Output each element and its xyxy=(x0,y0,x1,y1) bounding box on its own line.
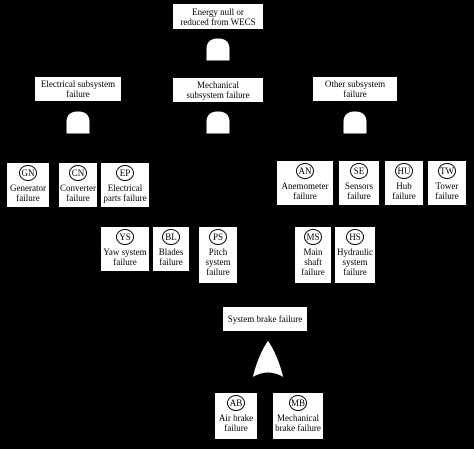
basic-event-label: Tower failure xyxy=(435,181,459,201)
event-code-circle: AB xyxy=(227,395,245,411)
basic-event-label: Electrical parts failure xyxy=(103,183,147,203)
basic-event-label: Sensors failure xyxy=(344,181,373,201)
basic-event-mechanical-brake: MB Mechanical brake failure xyxy=(272,392,324,440)
top-event-label: Energy null or reduced from WECS xyxy=(180,6,256,27)
basic-event-label: Mechanical brake failure xyxy=(275,413,321,433)
event-code-circle: AN xyxy=(296,163,314,179)
system-brake-label: System brake failure xyxy=(227,314,303,324)
brake-or-gate xyxy=(251,339,285,380)
basic-event-anemometer: AN Anemometer failure xyxy=(276,160,334,206)
mechanical-subsystem-label: Mechanical subsystem failure xyxy=(186,80,250,100)
basic-event-main-shaft: MS Main shaft failure xyxy=(294,226,332,284)
event-code-circle: YS xyxy=(116,229,134,245)
top-or-gate xyxy=(205,37,231,62)
basic-event-label: Yaw system failure xyxy=(103,247,147,267)
basic-event-label: Hydraulic system failure xyxy=(337,247,373,277)
basic-event-blades: BL Blades failure xyxy=(152,226,190,272)
basic-event-air-brake: AB Air brake failure xyxy=(214,392,258,440)
basic-event-hub: HU Hub failure xyxy=(384,160,424,206)
event-code-circle: MB xyxy=(289,395,307,411)
basic-event-converter: CN Converter failure xyxy=(58,162,98,208)
basic-event-label: Pitch system failure xyxy=(205,247,231,277)
other-subsystem-label: Other subsystem failure xyxy=(324,79,386,99)
event-code-circle: EP xyxy=(116,165,134,181)
basic-event-electrical-parts: EP Electrical parts failure xyxy=(100,162,150,208)
event-code-circle: HU xyxy=(395,163,413,179)
basic-event-tower: TW Tower failure xyxy=(427,160,467,206)
event-code-circle: GN xyxy=(19,165,37,181)
basic-event-label: Anemometer failure xyxy=(281,181,329,201)
other-subsystem-box: Other subsystem failure xyxy=(312,76,398,102)
basic-event-label: Main shaft failure xyxy=(301,247,325,277)
basic-event-label: Blades failure xyxy=(158,247,184,267)
basic-event-pitch-system: PS Pitch system failure xyxy=(198,226,238,284)
event-code-circle: TW xyxy=(438,163,456,179)
basic-event-label: Air brake failure xyxy=(218,413,254,433)
event-code-circle: HS xyxy=(346,229,364,245)
event-code-circle: SE xyxy=(350,163,368,179)
basic-event-generator: GN Generator failure xyxy=(6,162,50,208)
event-code-circle: PS xyxy=(209,229,227,245)
electrical-subsystem-box: Electrical subsystem failure xyxy=(34,76,122,102)
event-code-circle: CN xyxy=(69,165,87,181)
basic-event-hydraulic-system: HS Hydraulic system failure xyxy=(334,226,376,284)
event-code-circle: MS xyxy=(304,229,322,245)
event-code-circle: BL xyxy=(162,229,180,245)
system-brake-box: System brake failure xyxy=(222,306,308,332)
basic-event-label: Hub failure xyxy=(392,181,416,201)
mechanical-subsystem-box: Mechanical subsystem failure xyxy=(172,77,264,103)
electrical-subsystem-label: Electrical subsystem failure xyxy=(40,79,116,99)
electrical-or-gate xyxy=(65,110,91,135)
basic-event-yaw-system: YS Yaw system failure xyxy=(100,226,150,272)
other-or-gate xyxy=(342,110,368,135)
top-event-box: Energy null or reduced from WECS xyxy=(172,3,264,30)
basic-event-sensors: SE Sensors failure xyxy=(338,160,380,206)
mechanical-or-gate xyxy=(205,110,231,135)
basic-event-label: Generator failure xyxy=(10,183,46,203)
basic-event-label: Converter failure xyxy=(60,183,96,203)
